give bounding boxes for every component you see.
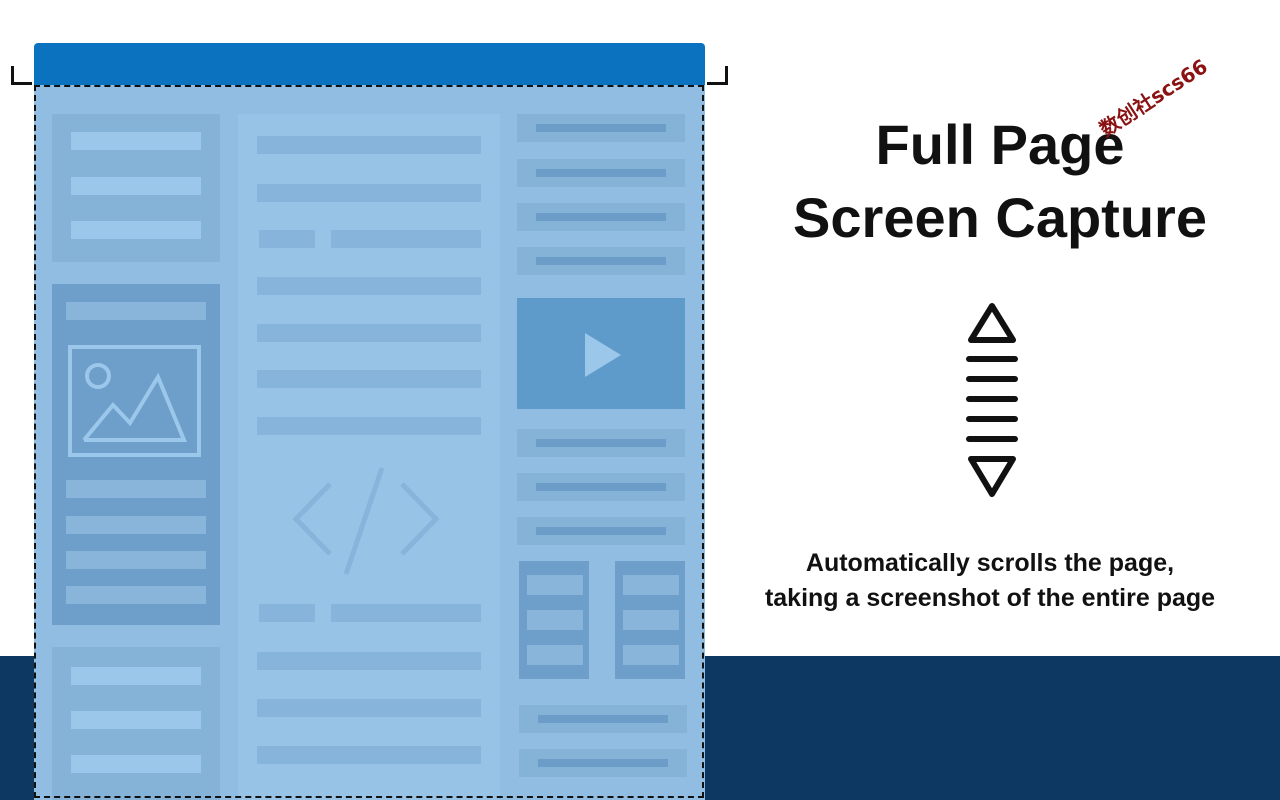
- text-line: [536, 483, 666, 491]
- hero-subtitle-line1: Automatically scrolls the page,: [805, 549, 1175, 577]
- capture-selection-frame: [34, 85, 704, 798]
- text-line: [331, 230, 481, 248]
- text-line: [71, 132, 201, 150]
- text-line: [259, 230, 315, 248]
- text-line: [257, 417, 481, 435]
- scroll-up-down-icon: [966, 303, 1018, 497]
- right-row: [519, 749, 687, 777]
- text-line: [538, 759, 668, 767]
- text-line: [71, 711, 201, 729]
- text-line: [257, 370, 481, 388]
- left-panel-top: [52, 114, 220, 262]
- right-row: [519, 705, 687, 733]
- text-line: [257, 324, 481, 342]
- text-line: [527, 575, 583, 595]
- right-row: [517, 203, 685, 231]
- text-line: [536, 439, 666, 447]
- play-icon: [585, 333, 621, 377]
- text-line: [536, 169, 666, 177]
- text-line: [527, 610, 583, 630]
- text-line: [527, 645, 583, 665]
- text-line: [66, 480, 206, 498]
- hero-title-line2: Screen Capture: [793, 186, 1207, 249]
- text-line: [538, 715, 668, 723]
- text-line: [66, 302, 206, 320]
- text-line: [71, 667, 201, 685]
- right-row: [517, 159, 685, 187]
- text-line: [66, 586, 206, 604]
- text-line: [71, 177, 201, 195]
- right-row: [517, 429, 685, 457]
- browser-top-bar: [34, 43, 705, 85]
- text-line: [259, 604, 315, 622]
- text-line: [536, 124, 666, 132]
- text-line: [257, 699, 481, 717]
- text-line: [66, 551, 206, 569]
- hero-title-line1: Full Page: [875, 113, 1125, 176]
- text-line: [257, 136, 481, 154]
- right-grid-left: [519, 561, 589, 679]
- text-line: [71, 755, 201, 773]
- right-row: [517, 517, 685, 545]
- text-line: [257, 184, 481, 202]
- text-line: [536, 527, 666, 535]
- text-line: [331, 604, 481, 622]
- page-body: [34, 85, 705, 800]
- code-icon: [292, 467, 440, 575]
- text-line: [257, 652, 481, 670]
- center-column: [238, 114, 500, 800]
- left-panel-bottom: [52, 647, 220, 800]
- video-box: [517, 298, 685, 409]
- right-row: [517, 247, 685, 275]
- text-line: [257, 277, 481, 295]
- text-line: [623, 645, 679, 665]
- selection-corner-left: [11, 66, 32, 85]
- text-line: [71, 221, 201, 239]
- text-line: [257, 746, 481, 764]
- right-row: [517, 473, 685, 501]
- left-panel-media: [52, 284, 220, 625]
- text-line: [623, 575, 679, 595]
- text-line: [536, 213, 666, 221]
- right-grid-right: [615, 561, 685, 679]
- right-row: [517, 114, 685, 142]
- hero-subtitle-line2: taking a screenshot of the entire page: [764, 584, 1216, 612]
- text-line: [623, 610, 679, 630]
- text-line: [536, 257, 666, 265]
- selection-corner-right: [707, 66, 728, 85]
- text-line: [66, 516, 206, 534]
- hero-title: Full Page Screen Capture: [720, 108, 1280, 254]
- image-placeholder-icon: [68, 345, 201, 457]
- hero-subtitle: Automatically scrolls the page, taking a…: [700, 546, 1280, 616]
- page-illustration: [34, 43, 705, 800]
